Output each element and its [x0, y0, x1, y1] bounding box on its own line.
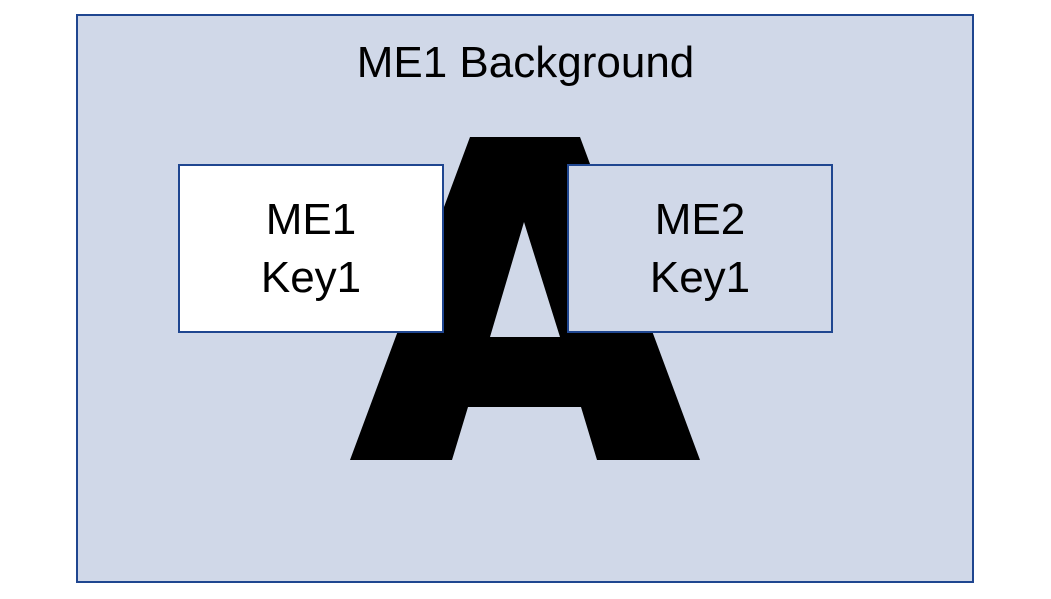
letter-a-glyph — [350, 137, 700, 460]
me1-key1-box: ME1 Key1 — [178, 164, 444, 333]
me2-key1-line2: Key1 — [649, 252, 751, 302]
me2-key1-line1: ME2 — [654, 194, 746, 244]
me1-background-label: ME1 Background — [356, 38, 695, 87]
me1-key1-line2: Key1 — [260, 252, 362, 302]
me1-key1-line1: ME1 — [265, 194, 357, 244]
me2-key1-box: ME2 Key1 — [567, 164, 833, 333]
